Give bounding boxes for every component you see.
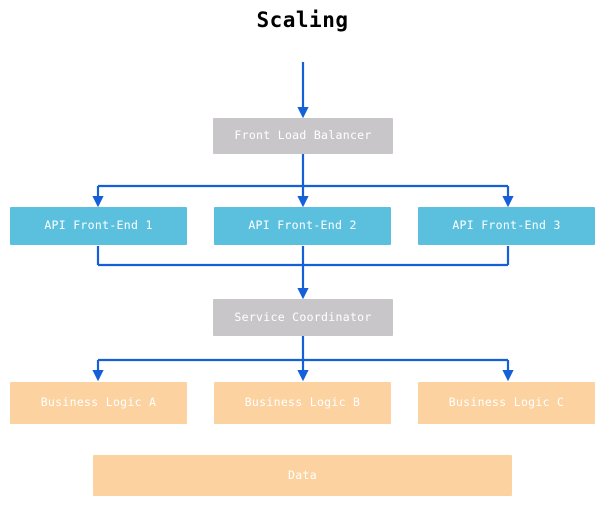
node-label: Data bbox=[288, 467, 317, 482]
node-label: Business Logic C bbox=[448, 395, 565, 410]
node-business-logic-a[interactable]: Business Logic A bbox=[10, 382, 187, 424]
edge-service-coordinator-bus bbox=[98, 336, 508, 362]
node-api-front-end-1[interactable]: API Front-End 1 bbox=[10, 207, 187, 245]
edge-load-balancer-bus bbox=[98, 154, 508, 188]
edge-api-front-ends-bus bbox=[96, 246, 510, 267]
node-label: API Front-End 2 bbox=[248, 218, 357, 233]
node-label: Business Logic A bbox=[40, 395, 157, 410]
node-label: API Front-End 3 bbox=[452, 218, 561, 233]
node-api-front-end-3[interactable]: API Front-End 3 bbox=[418, 207, 595, 245]
node-api-front-end-2[interactable]: API Front-End 2 bbox=[214, 207, 391, 245]
node-label: Business Logic B bbox=[244, 395, 361, 410]
node-label: API Front-End 1 bbox=[44, 218, 153, 233]
node-label: Service Coordinator bbox=[234, 309, 372, 324]
node-service-coordinator[interactable]: Service Coordinator bbox=[213, 299, 393, 336]
node-front-load-balancer[interactable]: Front Load Balancer bbox=[213, 118, 393, 154]
node-data[interactable]: Data bbox=[93, 455, 512, 496]
node-label: Front Load Balancer bbox=[234, 128, 372, 143]
node-business-logic-b[interactable]: Business Logic B bbox=[214, 382, 391, 424]
page-title: Scaling bbox=[256, 8, 349, 32]
node-business-logic-c[interactable]: Business Logic C bbox=[418, 382, 595, 424]
